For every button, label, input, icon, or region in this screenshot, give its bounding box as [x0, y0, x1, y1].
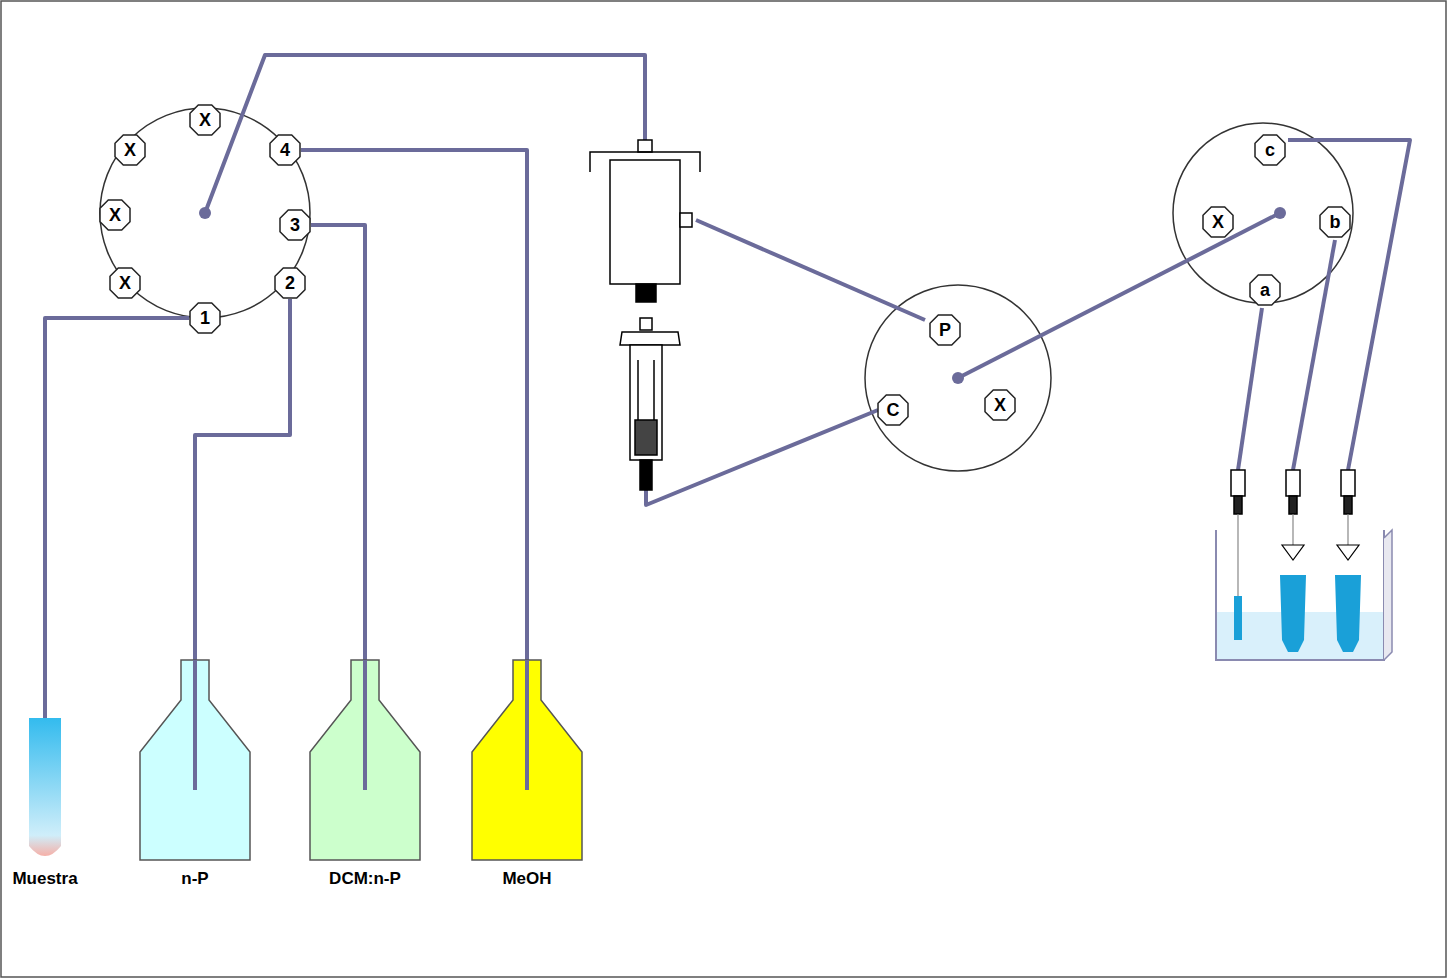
port-label: 4 — [280, 141, 290, 159]
valve-hub — [1274, 207, 1286, 219]
syringe-pump — [590, 140, 700, 302]
tubing — [958, 213, 1280, 378]
solvent-bottle: Muestra — [7, 718, 83, 895]
port-label: a — [1260, 281, 1270, 299]
sample-tube — [29, 718, 61, 856]
tubing-connector — [301, 150, 527, 660]
dip-tube — [363, 660, 367, 790]
valve-port: c — [1254, 134, 1286, 166]
port-label: b — [1330, 213, 1341, 231]
tubing-connector — [195, 299, 290, 660]
port-label: X — [1212, 213, 1224, 231]
port-octagon — [280, 210, 310, 240]
bottle-label: MeOH — [467, 870, 587, 889]
valve-port: X — [114, 134, 146, 166]
dip-tube — [193, 660, 197, 790]
tubing — [1293, 240, 1335, 470]
port-octagon — [1203, 207, 1233, 237]
bottle-outline — [467, 660, 587, 860]
valve-port: b — [1319, 206, 1351, 238]
port-octagon — [100, 200, 130, 230]
port-octagon — [190, 105, 220, 135]
port-label: X — [124, 141, 136, 159]
valve-port: 1 — [189, 302, 221, 334]
bottle-label: DCM:n-P — [305, 870, 425, 889]
port-label: X — [119, 274, 131, 292]
collection-rack — [1216, 470, 1392, 660]
port-octagon — [270, 135, 300, 165]
bottle-outline — [135, 660, 255, 860]
valve-hub — [952, 372, 964, 384]
port-label: X — [109, 206, 121, 224]
port-octagon — [190, 303, 220, 333]
solvent-bottle-shape — [472, 660, 582, 860]
solvent-bottle-shape — [140, 660, 250, 860]
solvent-bottle: DCM:n-P — [305, 660, 425, 895]
port-label: 3 — [290, 216, 300, 234]
solvent-bottle-shape — [310, 660, 420, 860]
spe-cartridge — [620, 318, 680, 490]
port-octagon — [930, 315, 960, 345]
valve-port: 2 — [274, 267, 306, 299]
port-octagon — [275, 268, 305, 298]
bottle-label: n-P — [135, 870, 255, 889]
valve-port: X — [109, 267, 141, 299]
tubing — [646, 410, 878, 505]
port-octagon — [1320, 207, 1350, 237]
dip-tube — [525, 660, 529, 790]
tubing-connector — [45, 318, 189, 718]
port-label: 1 — [200, 309, 210, 327]
valve-port: X — [984, 389, 1016, 421]
valve-hub — [199, 207, 211, 219]
port-octagon — [110, 268, 140, 298]
bottle-outline — [305, 660, 425, 860]
valve-port: 4 — [269, 134, 301, 166]
bottle-label: Muestra — [7, 870, 83, 889]
port-octagon — [878, 395, 908, 425]
solvent-bottle: MeOH — [467, 660, 587, 895]
bottle-outline — [7, 718, 83, 860]
valve-port: C — [877, 394, 909, 426]
port-octagon — [985, 390, 1015, 420]
tubing — [1288, 140, 1410, 470]
tubing-connector — [311, 225, 365, 660]
port-label: X — [199, 111, 211, 129]
port-label: 2 — [285, 274, 295, 292]
valve-port: X — [189, 104, 221, 136]
valve-port: 3 — [279, 209, 311, 241]
port-label: X — [994, 396, 1006, 414]
tubing — [205, 55, 645, 213]
solvent-bottle: n-P — [135, 660, 255, 895]
port-octagon — [1255, 135, 1285, 165]
tubing — [696, 220, 925, 320]
switch-valve — [865, 285, 1051, 471]
valve-port: a — [1249, 274, 1281, 306]
valve-port: X — [99, 199, 131, 231]
port-label: C — [887, 401, 900, 419]
tubing — [1238, 308, 1262, 470]
port-octagon — [1250, 275, 1280, 305]
port-octagon — [115, 135, 145, 165]
port-label: c — [1265, 141, 1275, 159]
valve-port: X — [1202, 206, 1234, 238]
port-label: P — [939, 321, 951, 339]
valve-port: P — [929, 314, 961, 346]
selector-valve — [100, 108, 310, 318]
